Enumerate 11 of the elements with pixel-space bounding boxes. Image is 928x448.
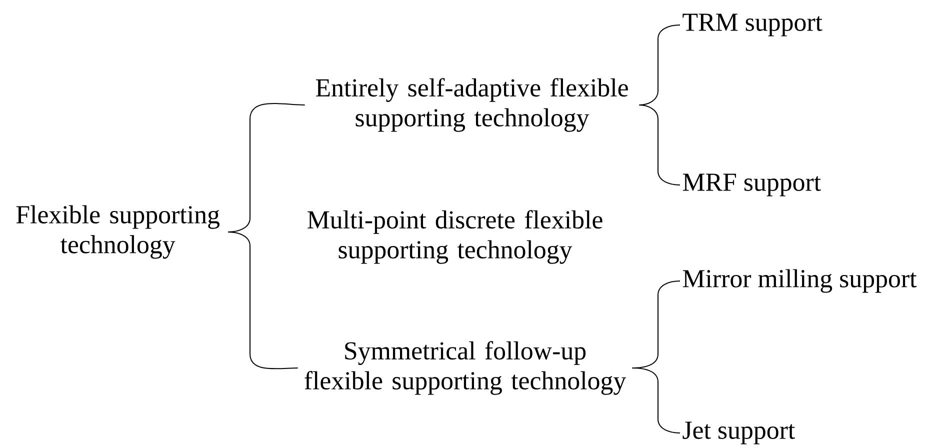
branch-label: Mirror milling support — [682, 269, 917, 293]
brace — [632, 367, 680, 434]
branch-label: Jet support — [682, 422, 795, 444]
brace — [228, 231, 298, 370]
branch-label: Multi-point discrete flexible supporting technology — [308, 210, 602, 264]
branch-label: Symmetrical follow-up flexible supporting technology — [304, 341, 626, 395]
branch-label: MRF support — [682, 174, 821, 196]
brace — [638, 104, 680, 186]
branch-label: Flexible supporting technology — [16, 205, 220, 259]
branch-label: TRM support — [682, 14, 822, 36]
branch-label: Entirely self-adaptive flexible supporting technology — [316, 78, 628, 132]
